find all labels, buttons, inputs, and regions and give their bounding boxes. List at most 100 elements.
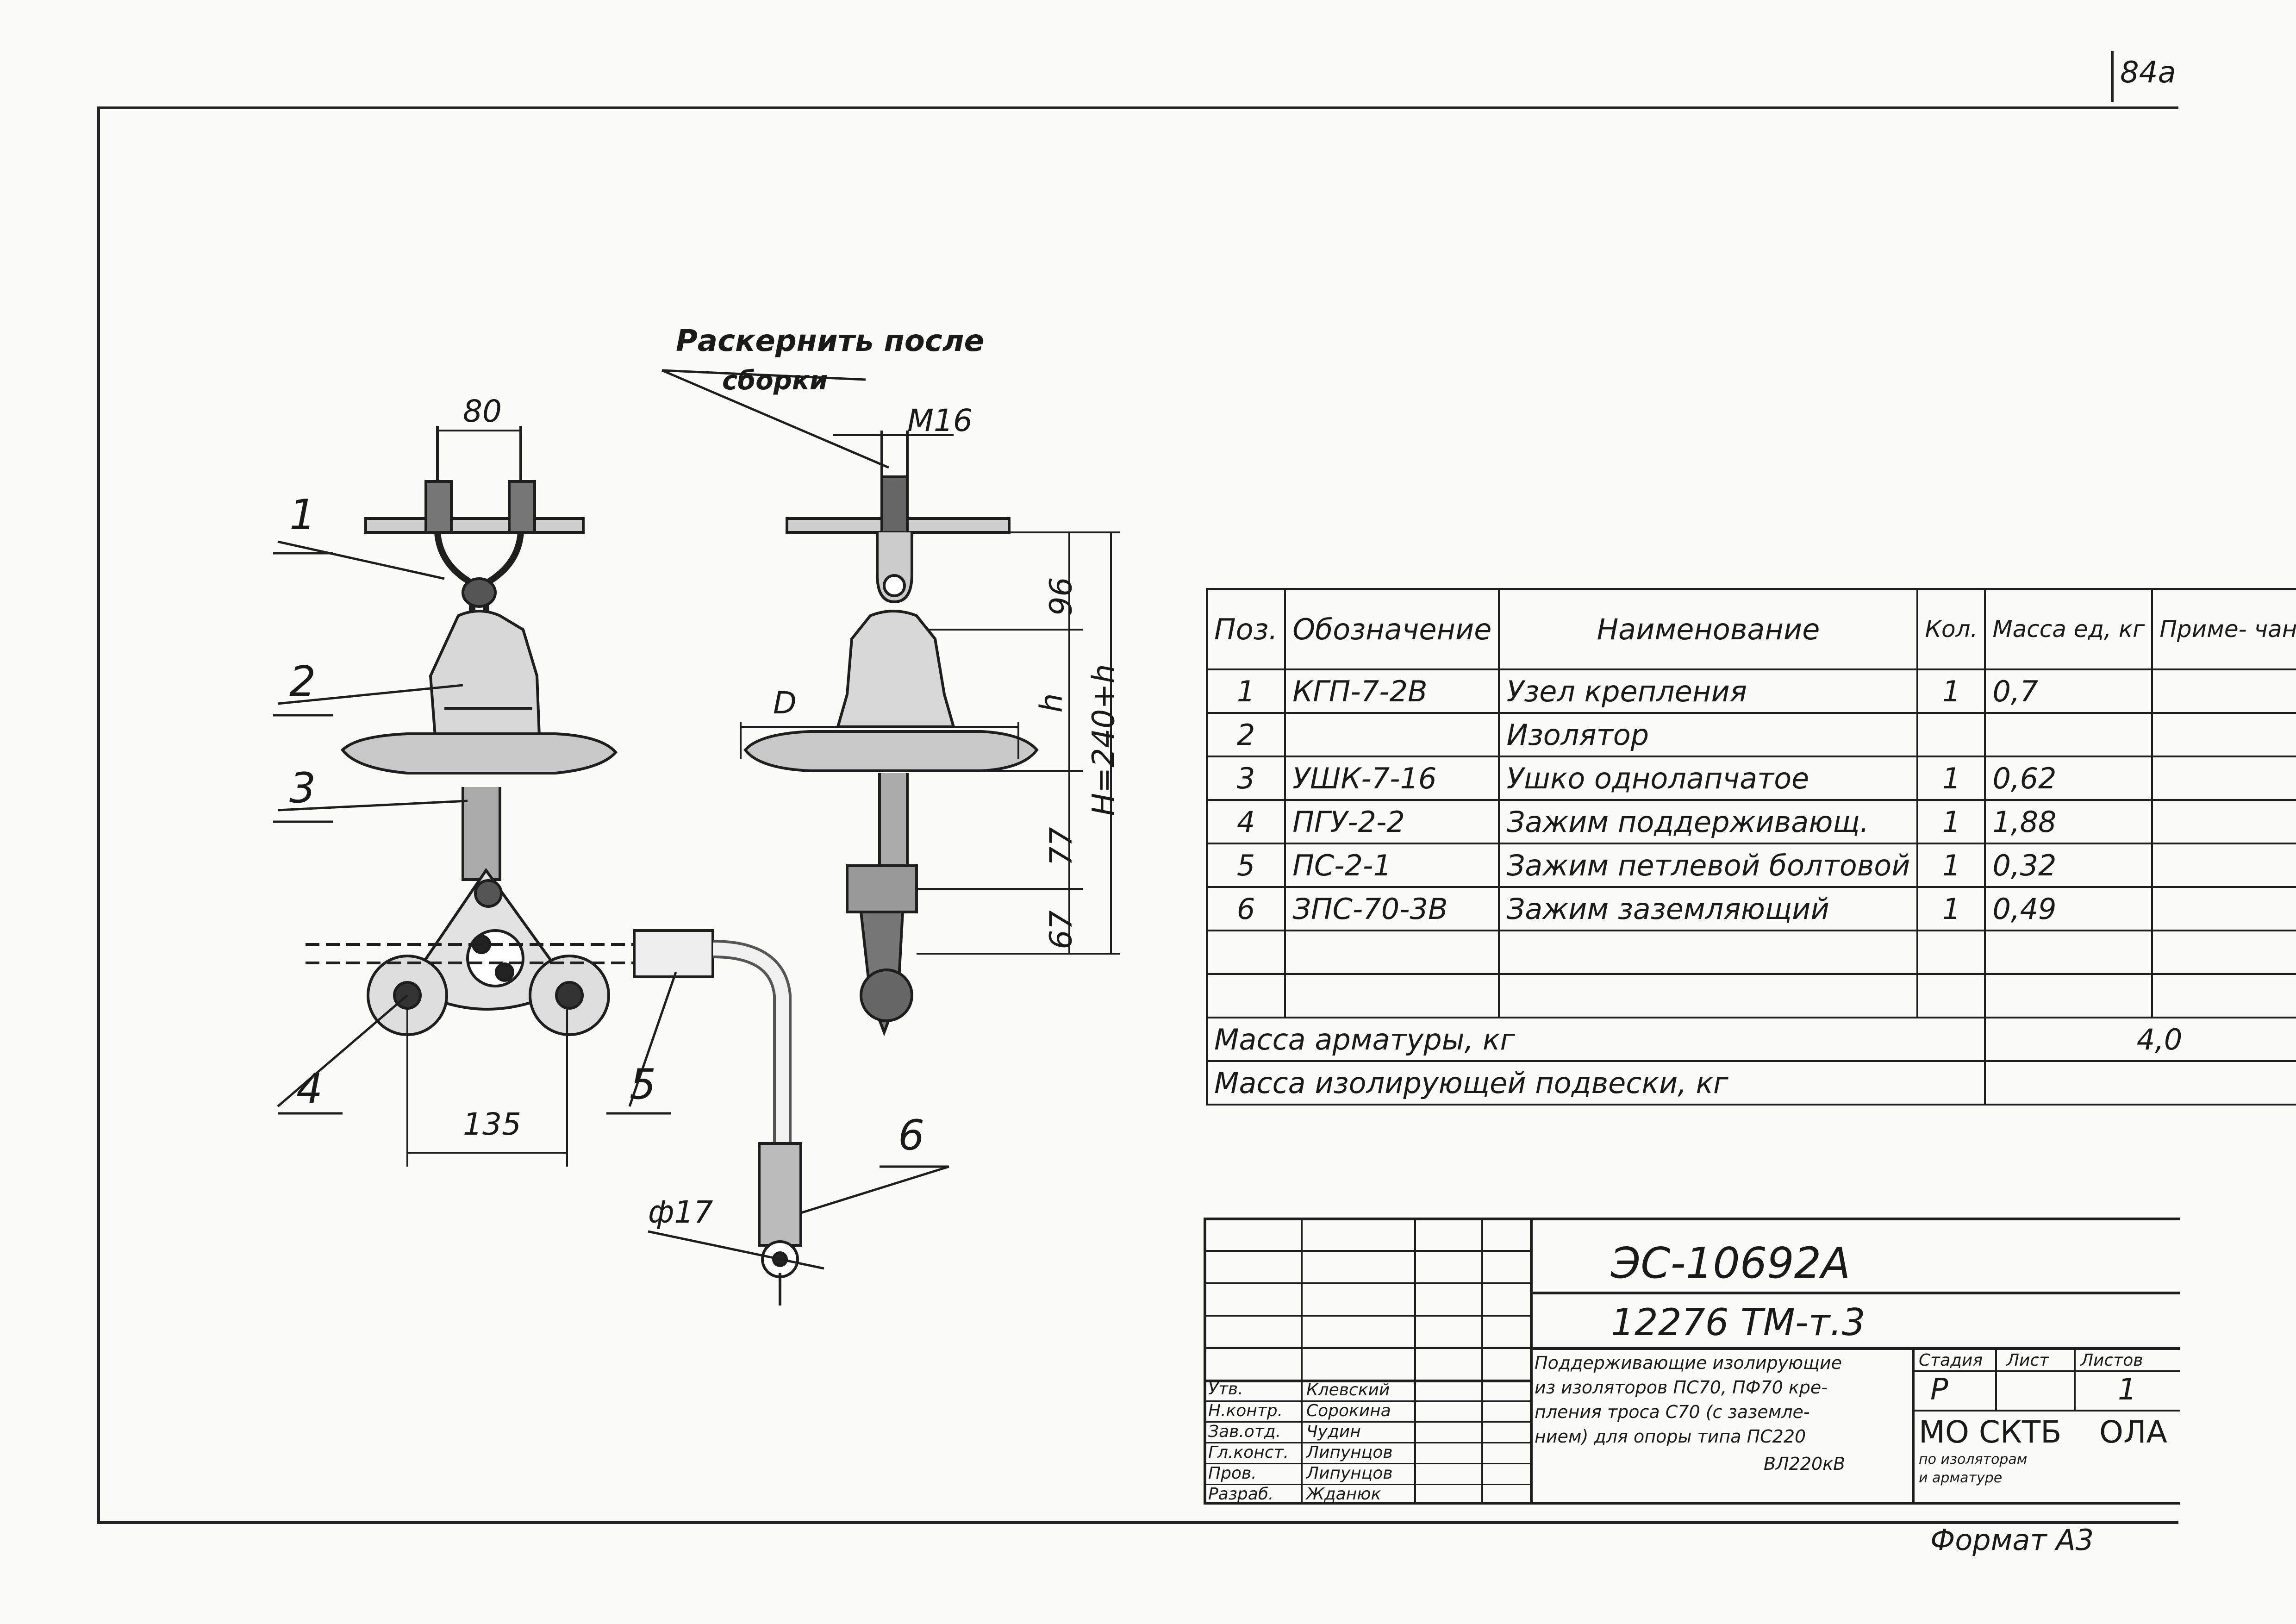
dim-H: H=240+h — [1086, 664, 1122, 816]
spec-cell: Зажим поддерживающ. — [1498, 799, 1919, 844]
mass-suspension-label: Масса изолирующей подвески, кг — [1205, 1060, 1986, 1106]
spec-cell: 6 — [1205, 886, 1286, 931]
mass-armature-value: 4,0 — [1984, 1017, 2296, 1062]
spec-cell: 1 — [1916, 799, 1986, 844]
spec-cell — [1916, 712, 1986, 757]
spec-cell: 1,88 — [1984, 799, 2153, 844]
spec-cell — [1984, 930, 2153, 975]
title-line-4: нием) для опоры типа ПС220 — [1535, 1426, 1806, 1447]
name-norm-control: Сорокина — [1306, 1401, 1391, 1420]
spec-cell — [2151, 756, 2296, 801]
callout-5: 5 — [630, 1060, 656, 1109]
name-checked: Липунцов — [1306, 1464, 1393, 1483]
spec-cell — [2151, 843, 2296, 888]
spec-cell — [2151, 712, 2296, 757]
spec-cell: Зажим заземляющий — [1498, 886, 1919, 931]
spec-header: Наименование — [1498, 588, 1919, 670]
spec-cell — [1205, 973, 1286, 1018]
title-line-1: Поддерживающие изолирующие — [1535, 1353, 1842, 1373]
role-developed: Разраб. — [1208, 1485, 1274, 1504]
spec-header-row: Поз. Обозначение Наименование Кол. Масса… — [1205, 588, 2296, 670]
spec-cell — [1498, 973, 1919, 1018]
role-norm-control: Н.контр. — [1208, 1401, 1283, 1420]
dim-77: 77 — [1043, 827, 1079, 866]
table-row: 6 ЗПС-70-3В Зажим заземляющий 1 0,49 — [1205, 886, 2296, 931]
spec-cell — [1284, 712, 1500, 757]
spec-cell — [2151, 886, 2296, 931]
callout-2: 2 — [289, 657, 316, 706]
mass-armature-label: Масса арматуры, кг — [1205, 1017, 1986, 1062]
role-head-dept: Зав.отд. — [1208, 1422, 1281, 1441]
table-row: 5 ПС-2-1 Зажим петлевой болтовой 1 0,32 — [1205, 843, 2296, 888]
dim-phi17: ф17 — [648, 1194, 713, 1230]
spec-cell — [2151, 973, 2296, 1018]
spec-cell: 1 — [1916, 668, 1986, 714]
dim-96: 96 — [1043, 577, 1079, 616]
sheet-number: 84а — [2120, 56, 2176, 90]
spec-header: Приме- чание — [2151, 588, 2296, 670]
spec-cell — [1498, 930, 1919, 975]
spec-cell — [1284, 973, 1500, 1018]
note-line-2: сборки — [722, 366, 828, 396]
title-line-3: пления троса С70 (с заземле- — [1535, 1402, 1810, 1422]
spec-cell: Ушко однолапчатое — [1498, 756, 1919, 801]
spec-cell: 2 — [1205, 712, 1286, 757]
title-line-5: ВЛ220кВ — [1764, 1454, 1846, 1474]
sheets-value: 1 — [2118, 1373, 2137, 1407]
spec-cell — [2151, 668, 2296, 714]
spec-cell: 5 — [1205, 843, 1286, 888]
name-head-dept: Чудин — [1306, 1422, 1361, 1441]
table-row — [1205, 973, 2296, 1018]
table-row: 2 Изолятор — [1205, 712, 2296, 757]
note-line-1: Раскернить после — [676, 324, 984, 358]
specification-table: Поз. Обозначение Наименование Кол. Масса… — [1205, 588, 2296, 1106]
mass-armature-row: Масса арматуры, кг 4,0 — [1205, 1017, 2296, 1062]
spec-header: Обозначение — [1284, 588, 1500, 670]
format-label: Формат А3 — [1930, 1523, 2094, 1557]
table-row: 3 УШК-7-16 Ушко однолапчатое 1 0,62 — [1205, 756, 2296, 801]
organization: МО СКТБ — [1919, 1414, 2062, 1450]
spec-cell — [1916, 930, 1986, 975]
table-row: 1 КГП-7-2В Узел крепления 1 0,7 — [1205, 668, 2296, 714]
dim-80: 80 — [463, 394, 502, 429]
spec-cell: 1 — [1916, 843, 1986, 888]
spec-cell: УШК-7-16 — [1284, 756, 1500, 801]
spec-cell — [1205, 930, 1286, 975]
name-developed: Жданюк — [1306, 1485, 1381, 1504]
organization-sub-2: и арматуре — [1919, 1470, 2003, 1486]
spec-cell: 4 — [1205, 799, 1286, 844]
callout-1: 1 — [289, 491, 316, 539]
sheet-header: Лист — [2007, 1351, 2049, 1370]
callout-3: 3 — [289, 764, 316, 812]
sheet-number-divider — [2111, 51, 2114, 102]
stage-value: Р — [1930, 1373, 1948, 1407]
spec-cell: 1 — [1205, 668, 1286, 714]
spec-cell — [1984, 712, 2153, 757]
drawing-frame — [97, 106, 2178, 1524]
role-approved: Утв. — [1208, 1380, 1243, 1399]
dim-h: h — [1033, 693, 1069, 713]
spec-cell: 0,7 — [1984, 668, 2153, 714]
name-chief-designer: Липунцов — [1306, 1443, 1393, 1462]
spec-cell — [1916, 973, 1986, 1018]
callout-4: 4 — [296, 1065, 323, 1113]
spec-cell: Зажим петлевой болтовой — [1498, 843, 1919, 888]
spec-cell: 1 — [1916, 886, 1986, 931]
spec-cell: Изолятор — [1498, 712, 1919, 757]
title-block: ЭС-10692А 12276 ТМ-т.3 Утв. Н.контр. Зав… — [1204, 1218, 2180, 1505]
title-line-2: из изоляторов ПС70, ПФ70 кре- — [1535, 1377, 1828, 1398]
organization-logo: ОЛА — [2099, 1414, 2167, 1450]
spec-cell: 0,32 — [1984, 843, 2153, 888]
spec-cell: 0,62 — [1984, 756, 2153, 801]
spec-cell: ЗПС-70-3В — [1284, 886, 1500, 931]
spec-cell — [2151, 930, 2296, 975]
table-row — [1205, 930, 2296, 975]
spec-cell — [1984, 973, 2153, 1018]
spec-header: Поз. — [1205, 588, 1286, 670]
stage-header: Стадия — [1919, 1351, 1983, 1370]
spec-cell: 1 — [1916, 756, 1986, 801]
spec-cell — [2151, 799, 2296, 844]
mass-suspension-value — [1984, 1060, 2296, 1106]
spec-cell: КГП-7-2В — [1284, 668, 1500, 714]
mass-suspension-row: Масса изолирующей подвески, кг — [1205, 1060, 2296, 1106]
